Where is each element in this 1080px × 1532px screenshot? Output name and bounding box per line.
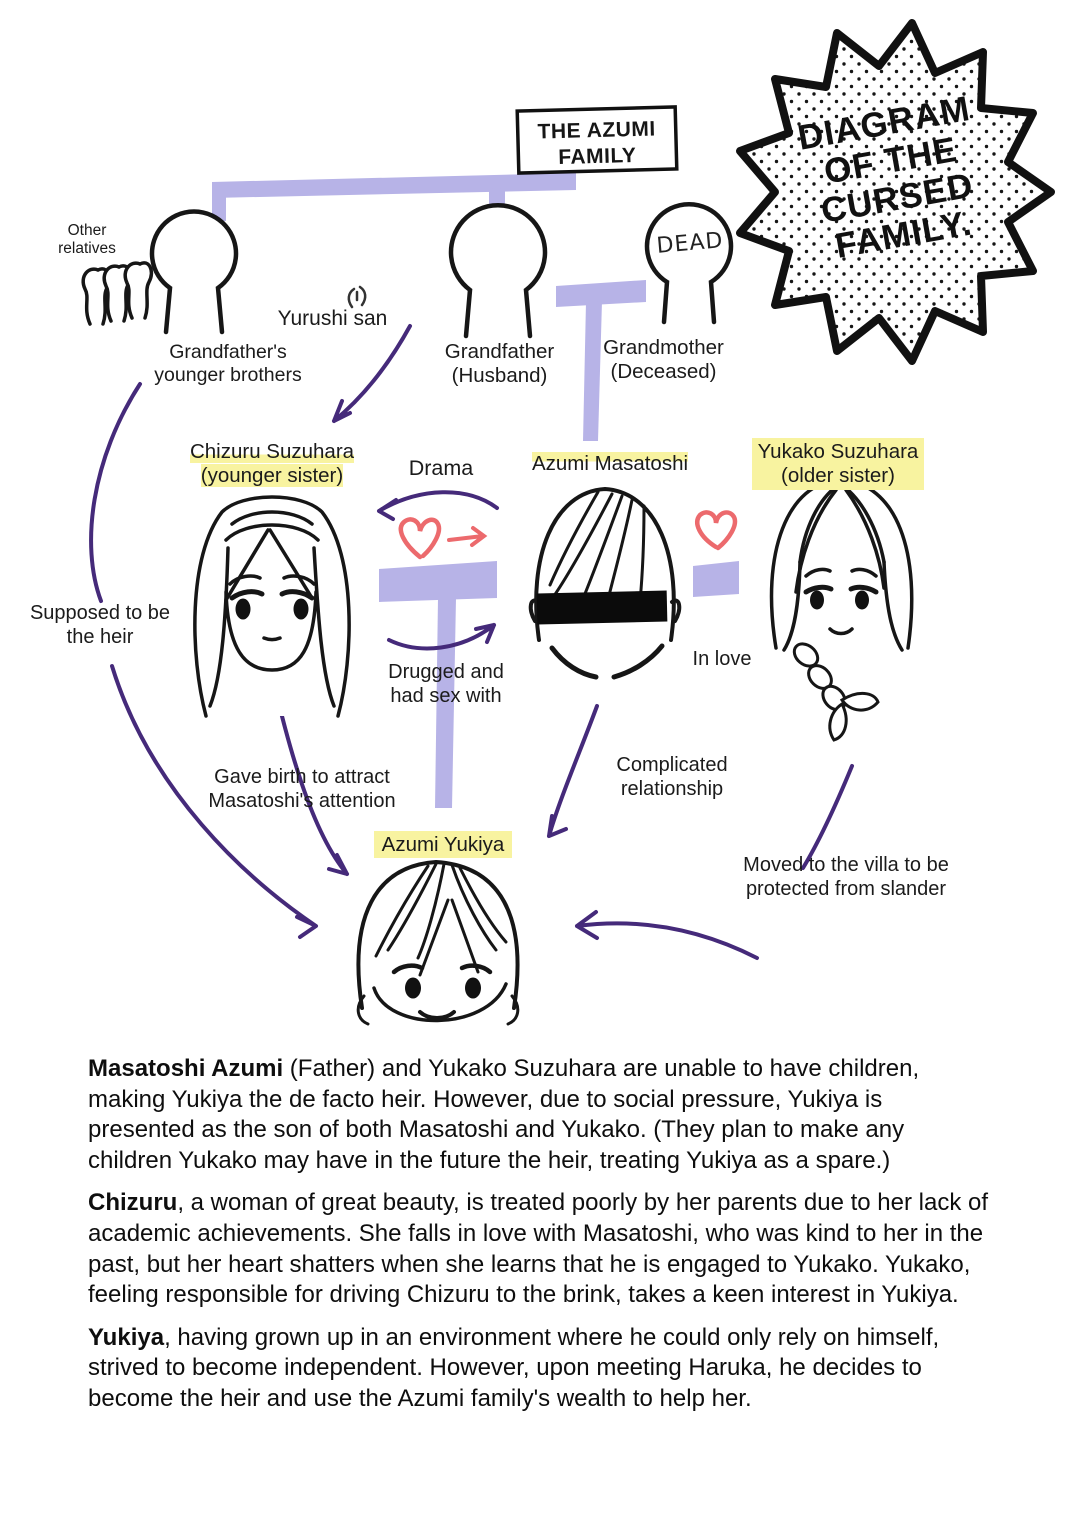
villa-label: Moved to the villa to be protected from … — [743, 854, 949, 900]
arrow-villa-line — [801, 764, 854, 870]
chizuru-label: Chizuru Suzuhara (younger sister) — [182, 440, 362, 488]
heart-icon — [695, 510, 738, 551]
grandmother-figure — [644, 202, 734, 325]
other-relatives-figures — [81, 261, 154, 326]
grandfather-label: Grandfather (Husband) — [444, 340, 555, 388]
tree-connectors — [212, 167, 739, 808]
family-tree-drawing — [81, 19, 1055, 1026]
yukako-figure — [769, 478, 914, 742]
yurushi-label: Yurushi san — [277, 307, 388, 330]
arrow-complicated — [547, 704, 599, 838]
brothers-figure — [149, 209, 239, 335]
yukako-name: Yukako Suzuhara — [757, 440, 919, 463]
paragraph-lead: Chizuru — [88, 1189, 178, 1217]
masatoshi-figure — [528, 486, 682, 680]
brothers-label: Grandfather's younger brothers — [154, 341, 302, 386]
yukiya-figure — [356, 859, 520, 1026]
in-love-label: In love — [692, 648, 752, 670]
yukako-name-block: Yukako Suzuhara(older sister) — [751, 438, 925, 491]
supposed-heir-label: Supposed to be the heir — [29, 602, 171, 648]
paragraph-masatoshi: Masatoshi Azumi (Father) and Yukako Suzu… — [88, 1054, 992, 1176]
chizuru-subtitle: (younger sister) — [200, 464, 344, 488]
drama-label: Drama — [408, 456, 474, 480]
censor-bar — [536, 590, 668, 625]
yukako-subtitle: (older sister) — [781, 464, 895, 488]
other-relatives-label: Other relatives — [58, 222, 116, 258]
yukako-label: Yukako Suzuhara(older sister) — [748, 438, 928, 491]
description-paragraphs: Masatoshi Azumi (Father) and Yukako Suzu… — [88, 1054, 992, 1427]
heart-arrow-icon — [447, 526, 488, 547]
grandmother-label: Grandmother (Deceased) — [603, 336, 724, 384]
title-box-frame — [515, 105, 679, 175]
masatoshi-label: Azumi Masatoshi — [520, 452, 700, 476]
paragraph-text: , a woman of great beauty, is treated po… — [88, 1189, 989, 1309]
paragraph-text: , having grown up in an environment wher… — [88, 1323, 940, 1412]
yukiya-name: Azumi Yukiya — [373, 831, 513, 858]
paragraph-text: (Father) and Yukako Suzuhara are unable … — [88, 1055, 920, 1174]
arrow-drama-left — [377, 490, 499, 521]
title-line: FAMILY — [557, 144, 637, 170]
paragraph-chizuru: Chizuru, a woman of great beauty, is tre… — [88, 1188, 992, 1310]
yukiya-label: Azumi Yukiya — [363, 831, 523, 858]
anger-mark-icon — [347, 285, 367, 309]
paragraph-lead: Masatoshi Azumi — [88, 1055, 284, 1082]
romance-marks — [398, 510, 738, 560]
arrow-yurushi-to-chizuru — [332, 324, 412, 423]
family-title: THE AZUMI FAMILY — [517, 116, 676, 173]
complicated-label: Complicated relationship — [616, 754, 728, 800]
annotation-arrows — [89, 324, 854, 960]
chizuru-name: Chizuru Suzuhara — [189, 440, 355, 463]
drugged-label: Drugged and had sex with — [388, 661, 504, 707]
paragraph-lead: Yukiya — [88, 1323, 165, 1351]
masatoshi-name: Azumi Masatoshi — [531, 452, 689, 475]
title-line: THE AZUMI — [537, 117, 656, 144]
chizuru-figure — [193, 495, 351, 718]
arrow-drugged-right — [387, 623, 496, 651]
gave-birth-label: Gave birth to attract Masatoshi's attent… — [208, 766, 396, 812]
heart-icon — [398, 517, 442, 560]
arrow-heir-long-left — [89, 382, 318, 939]
grandfather-figure — [448, 203, 548, 339]
starburst-badge — [736, 19, 1055, 365]
paragraph-yukiya: Yukiya, having grown up in an environmen… — [88, 1323, 992, 1415]
arrow-villa-to-yukiya — [575, 910, 759, 960]
